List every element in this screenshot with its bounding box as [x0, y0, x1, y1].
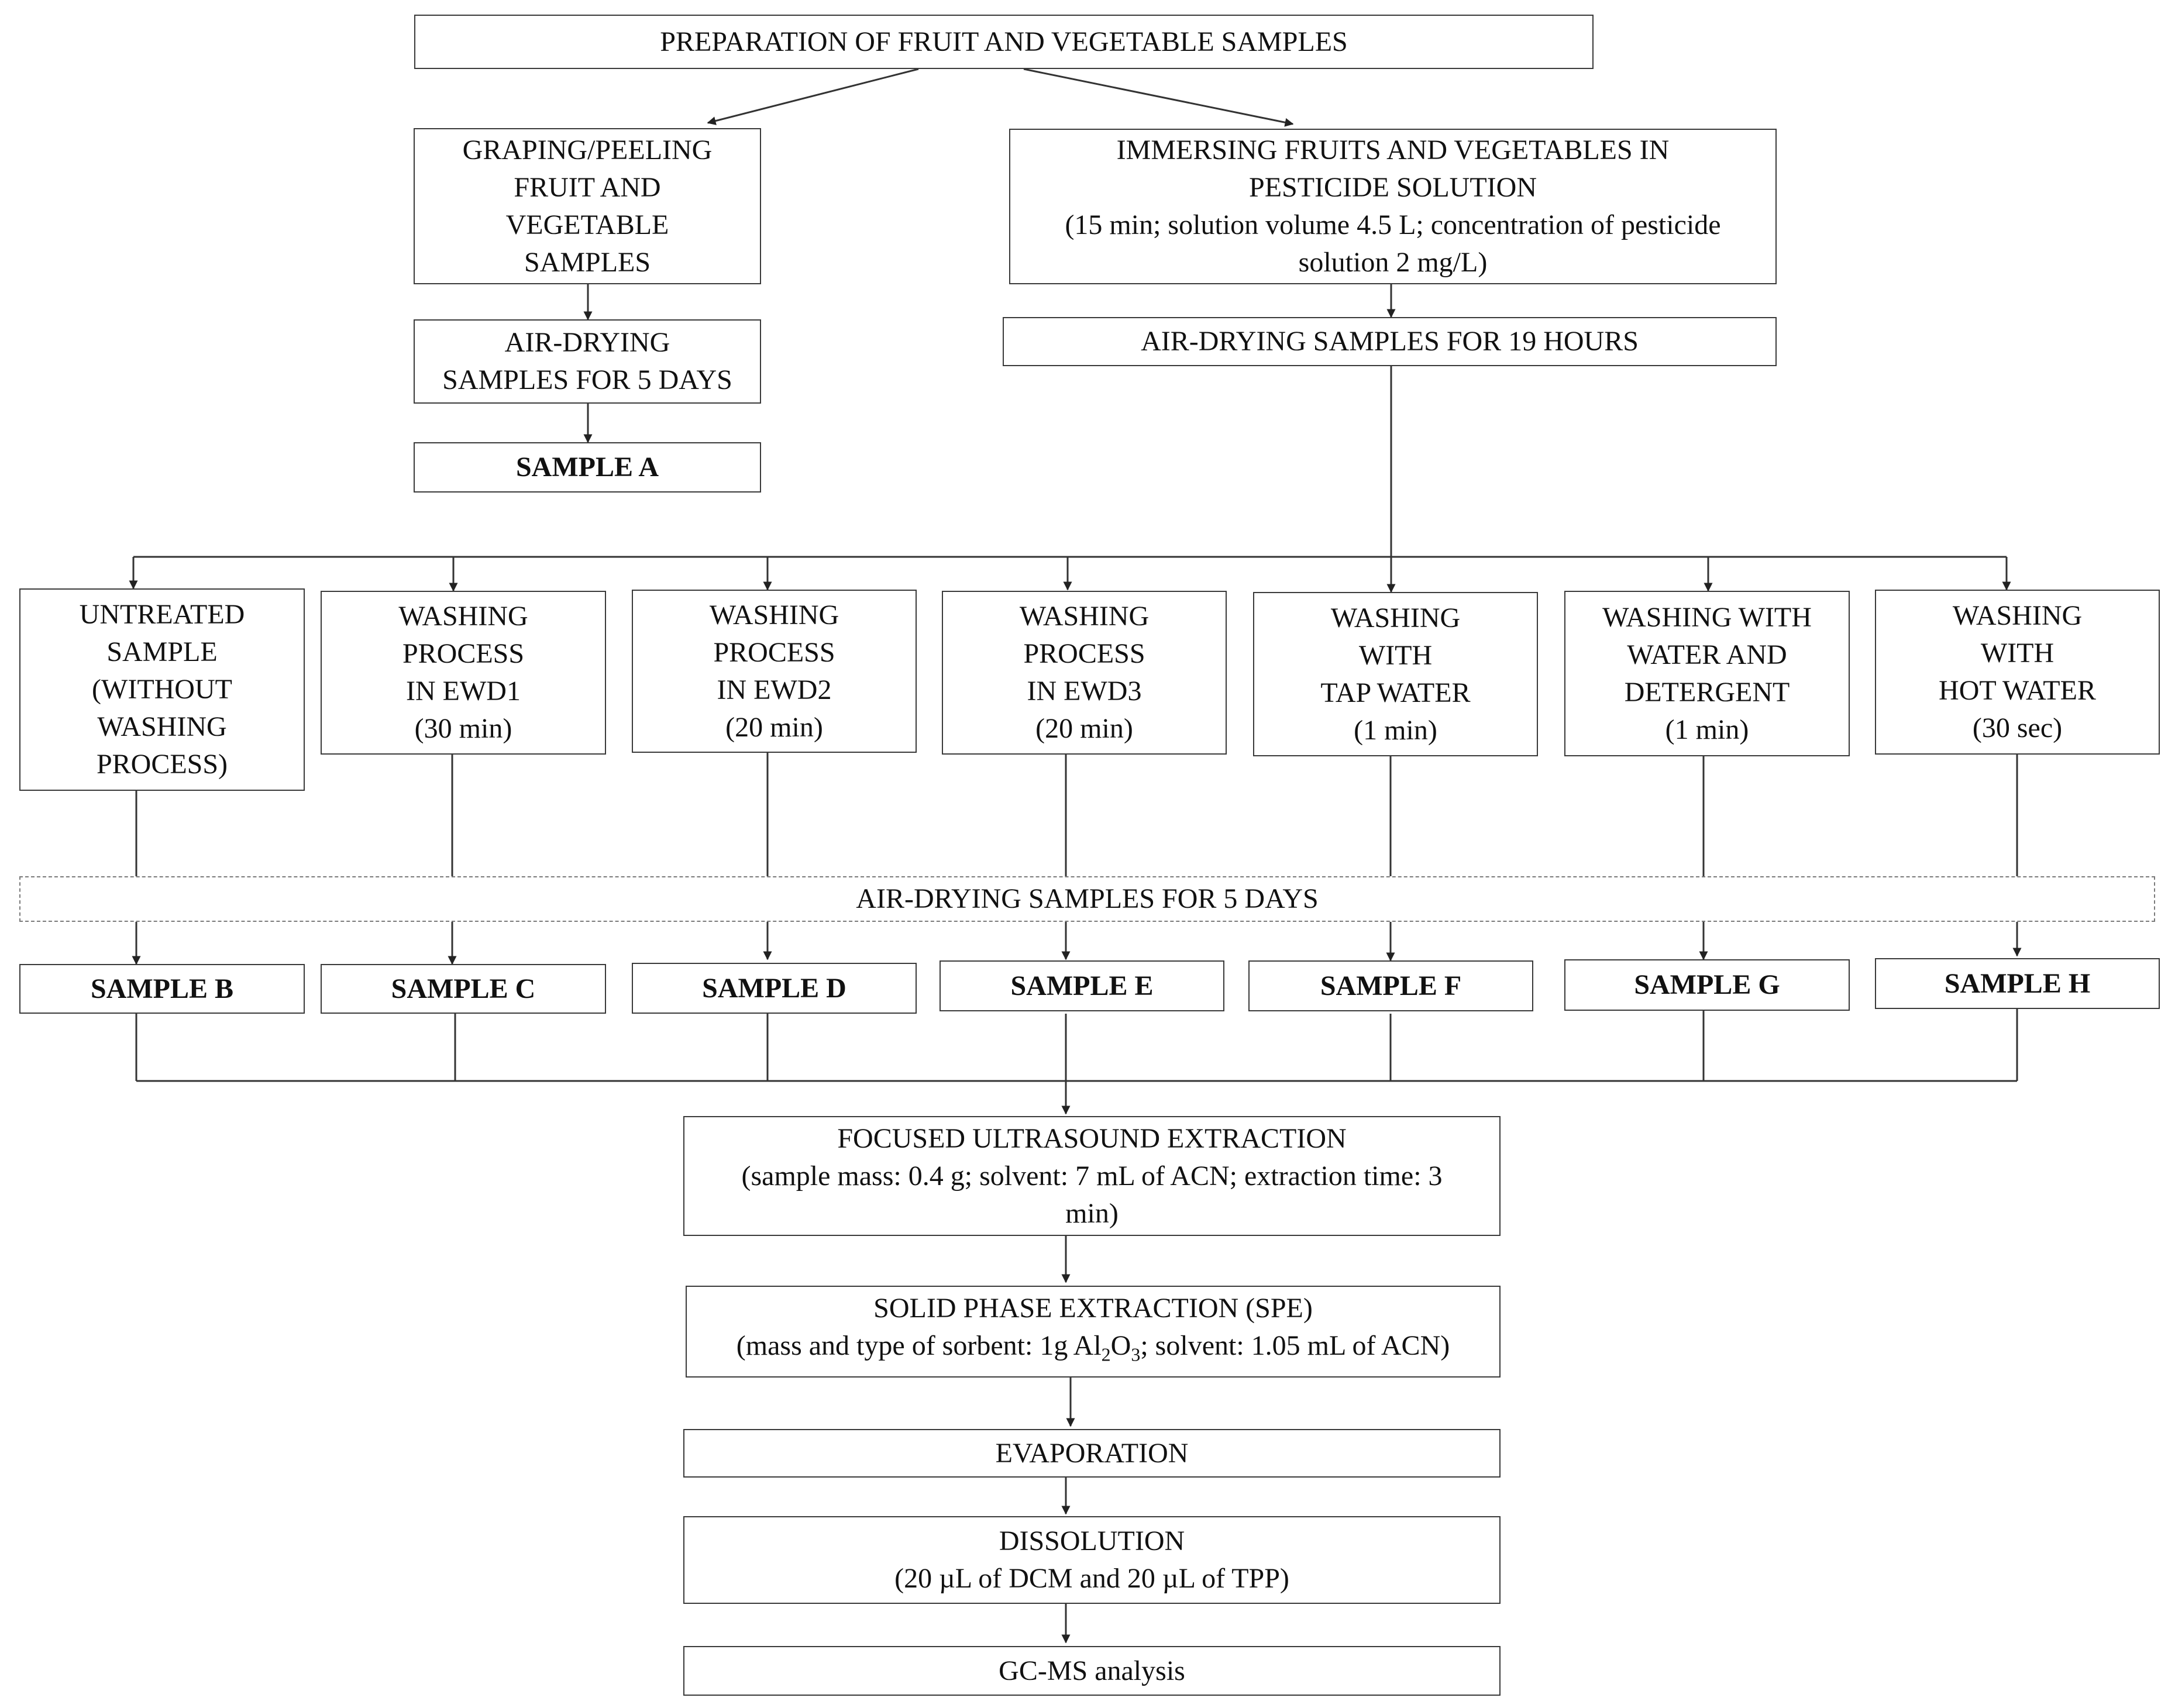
t7-line-4: (30 sec)	[1972, 712, 2063, 743]
immersing-detail-2: solution 2 mg/L)	[1298, 247, 1488, 278]
graping-box: GRAPING/PEELING FRUIT AND VEGETABLE SAMP…	[414, 128, 761, 284]
t1-line-2: SAMPLE	[106, 636, 218, 667]
spe-detail-mid: O	[1110, 1330, 1131, 1362]
focused-ultrasound-extraction-box: FOCUSED ULTRASOUND EXTRACTION (sample ma…	[683, 1116, 1501, 1236]
spe-detail: (mass and type of sorbent: 1g Al2O3; sol…	[737, 1327, 1450, 1373]
fue-detail-2: min)	[1065, 1197, 1119, 1229]
treatment-hot-water-box: WASHING WITH HOT WATER (30 sec)	[1875, 590, 2160, 755]
treatment-tap-water-box: WASHING WITH TAP WATER (1 min)	[1253, 592, 1538, 756]
t1-line-5: PROCESS)	[96, 749, 228, 780]
t2-line-2: PROCESS	[402, 638, 525, 669]
t6-line-2: WATER AND	[1627, 639, 1787, 670]
t7-line-2: WITH	[1980, 638, 2055, 669]
dry-left-line-1: AIR-DRYING	[504, 327, 670, 358]
t2-line-3: IN EWD1	[406, 676, 521, 707]
graping-line-4: SAMPLES	[524, 246, 651, 278]
t4-line-2: PROCESS	[1023, 638, 1145, 669]
sample-g-label: SAMPLE G	[1634, 969, 1780, 1000]
t3-line-2: PROCESS	[713, 636, 835, 668]
sample-h-label: SAMPLE H	[1944, 967, 2091, 999]
evaporation-box: EVAPORATION	[683, 1429, 1501, 1478]
sample-b-box: SAMPLE B	[19, 964, 305, 1014]
dissolution-detail: (20 µL of DCM and 20 µL of TPP)	[894, 1563, 1289, 1594]
t1-line-3: (WITHOUT	[92, 674, 232, 705]
t2-line-4: (30 min)	[414, 713, 512, 744]
t5-line-4: (1 min)	[1354, 714, 1437, 746]
t6-line-3: DETERGENT	[1624, 676, 1790, 708]
dry-left-line-2: SAMPLES FOR 5 DAYS	[442, 364, 732, 395]
t3-line-1: WASHING	[709, 599, 839, 631]
dry5-all-label: AIR-DRYING SAMPLES FOR 5 DAYS	[856, 883, 1319, 914]
spe-sub-1: 2	[1101, 1344, 1111, 1365]
arrow-prep-to-graping	[707, 68, 919, 125]
immersing-detail-1: (15 min; solution volume 4.5 L; concentr…	[1065, 209, 1721, 240]
air-drying-5-days-all-box: AIR-DRYING SAMPLES FOR 5 DAYS	[19, 876, 2155, 922]
spe-detail-pre: (mass and type of sorbent: 1g Al	[736, 1330, 1102, 1362]
treatment-untreated-box: UNTREATED SAMPLE (WITHOUT WASHING PROCES…	[19, 588, 305, 791]
sample-b-label: SAMPLE B	[90, 973, 234, 1004]
t5-line-3: TAP WATER	[1320, 677, 1471, 708]
treatment-detergent-box: WASHING WITH WATER AND DETERGENT (1 min)	[1564, 591, 1850, 756]
t1-line-1: UNTREATED	[79, 599, 245, 630]
t3-line-3: IN EWD2	[717, 674, 832, 705]
t5-line-1: WASHING	[1330, 602, 1461, 633]
treatment-ewd3-box: WASHING PROCESS IN EWD3 (20 min)	[942, 591, 1227, 755]
air-drying-19-hours-box: AIR-DRYING SAMPLES FOR 19 HOURS	[1003, 317, 1777, 366]
t7-line-3: HOT WATER	[1939, 675, 2096, 706]
sample-c-label: SAMPLE C	[391, 973, 536, 1004]
sample-f-label: SAMPLE F	[1320, 970, 1462, 1001]
evaporation-label: EVAPORATION	[995, 1437, 1189, 1469]
immersing-title-2: PESTICIDE SOLUTION	[1249, 172, 1537, 203]
sample-d-label: SAMPLE D	[702, 972, 846, 1004]
sample-g-box: SAMPLE G	[1564, 959, 1850, 1011]
graping-line-3: VEGETABLE	[505, 209, 669, 240]
graping-line-2: FRUIT AND	[514, 171, 661, 203]
sample-e-label: SAMPLE E	[1010, 970, 1154, 1001]
sample-f-box: SAMPLE F	[1248, 960, 1533, 1011]
t5-line-2: WITH	[1358, 639, 1433, 671]
t4-line-3: IN EWD3	[1027, 676, 1142, 707]
air-drying-5-days-left-box: AIR-DRYING SAMPLES FOR 5 DAYS	[414, 319, 761, 404]
t1-line-4: WASHING	[97, 711, 227, 742]
prep-label: PREPARATION OF FRUIT AND VEGETABLE SAMPL…	[660, 26, 1348, 57]
t6-line-1: WASHING WITH	[1602, 601, 1812, 633]
t2-line-1: WASHING	[398, 601, 528, 632]
dissolution-box: DISSOLUTION (20 µL of DCM and 20 µL of T…	[683, 1516, 1501, 1604]
treatment-ewd2-box: WASHING PROCESS IN EWD2 (20 min)	[632, 590, 917, 753]
t7-line-1: WASHING	[1952, 600, 2083, 631]
dissolution-title: DISSOLUTION	[999, 1526, 1185, 1557]
dry19-label: AIR-DRYING SAMPLES FOR 19 HOURS	[1141, 326, 1639, 357]
sample-a-label: SAMPLE A	[515, 452, 659, 483]
immersing-title-1: IMMERSING FRUITS AND VEGETABLES IN	[1116, 135, 1670, 166]
sample-a-box: SAMPLE A	[414, 442, 761, 493]
prep-box: PREPARATION OF FRUIT AND VEGETABLE SAMPL…	[414, 15, 1594, 69]
graping-line-1: GRAPING/PEELING	[462, 134, 713, 166]
spe-title: SOLID PHASE EXTRACTION (SPE)	[873, 1293, 1313, 1324]
gcms-label: GC-MS analysis	[999, 1655, 1185, 1686]
sample-e-box: SAMPLE E	[940, 960, 1224, 1011]
sample-h-box: SAMPLE H	[1875, 958, 2160, 1009]
spe-detail-post: ; solvent: 1.05 mL of ACN)	[1140, 1330, 1450, 1362]
arrow-prep-to-immersing	[1023, 68, 1294, 127]
sample-c-box: SAMPLE C	[321, 964, 606, 1014]
t4-line-4: (20 min)	[1035, 713, 1133, 744]
sample-d-box: SAMPLE D	[632, 963, 917, 1014]
fue-title: FOCUSED ULTRASOUND EXTRACTION	[837, 1122, 1347, 1154]
fue-detail-1: (sample mass: 0.4 g; solvent: 7 mL of AC…	[741, 1160, 1443, 1192]
t4-line-1: WASHING	[1019, 601, 1150, 632]
t6-line-4: (1 min)	[1665, 714, 1749, 745]
t3-line-4: (20 min)	[725, 711, 823, 743]
immersing-box: IMMERSING FRUITS AND VEGETABLES IN PESTI…	[1009, 129, 1777, 284]
solid-phase-extraction-box: SOLID PHASE EXTRACTION (SPE) (mass and t…	[686, 1286, 1501, 1378]
spe-sub-2: 3	[1131, 1344, 1141, 1365]
treatment-ewd1-box: WASHING PROCESS IN EWD1 (30 min)	[321, 591, 606, 755]
gc-ms-analysis-box: GC-MS analysis	[683, 1646, 1501, 1696]
